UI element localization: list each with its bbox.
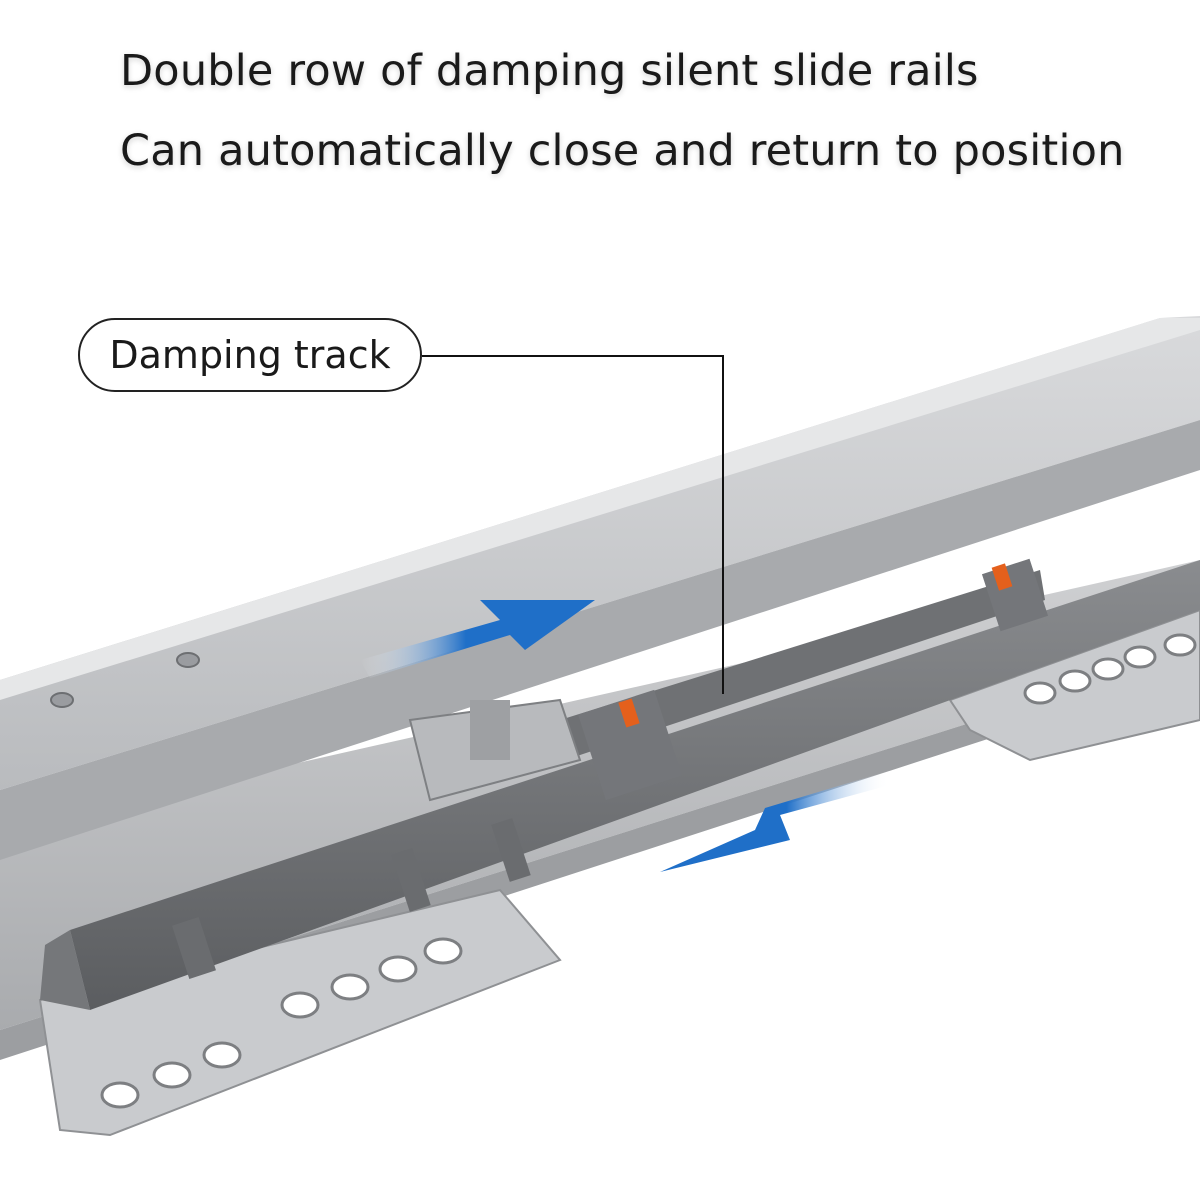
callout-leader-line — [422, 355, 724, 694]
inner-rail — [0, 316, 1200, 860]
orange-marker — [618, 563, 1013, 728]
damping-track-callout: Damping track — [78, 318, 422, 392]
arrow-left-icon — [660, 772, 890, 872]
latch-mechanism — [408, 698, 582, 802]
arrow-right-icon — [360, 600, 595, 678]
damping-track-body — [40, 558, 1200, 1010]
headline-line-1: Double row of damping silent slide rails — [120, 46, 979, 96]
mounting-bracket-right — [948, 608, 1200, 762]
headline-line-2: Can automatically close and return to po… — [120, 126, 1125, 176]
mounting-bracket-left — [38, 888, 562, 1137]
